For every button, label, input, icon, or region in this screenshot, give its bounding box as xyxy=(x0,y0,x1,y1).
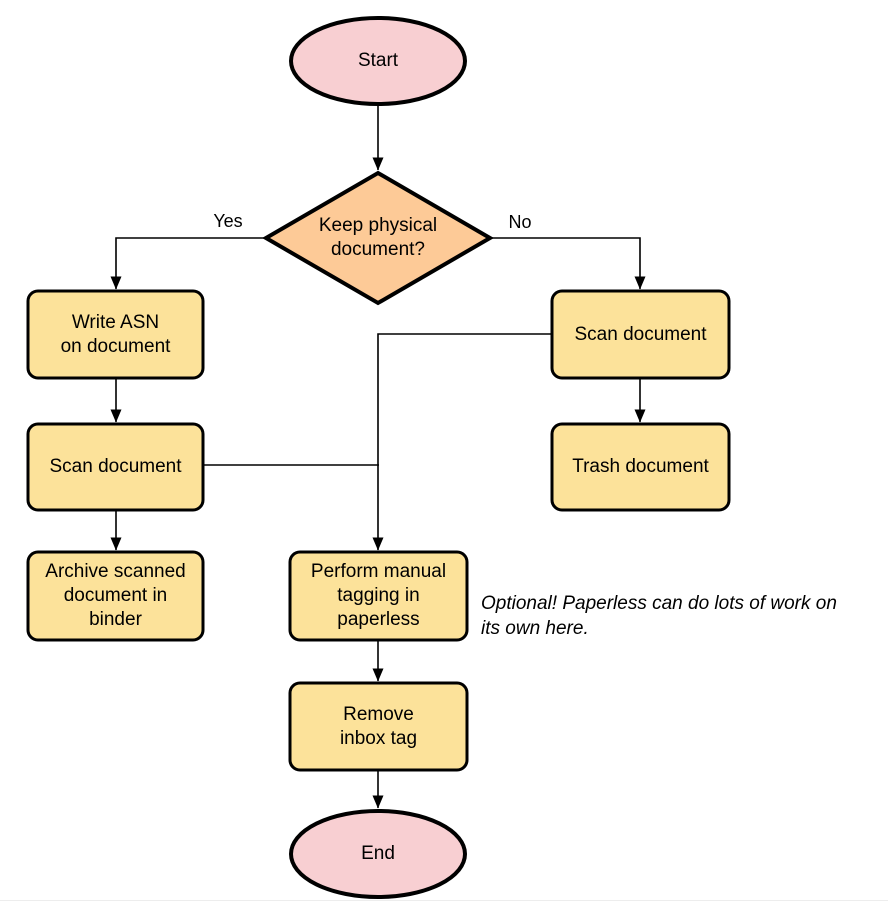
node-remove-inbox-shape xyxy=(288,681,469,772)
node-remove-inbox-label: Remove inbox tag xyxy=(339,703,418,749)
node-start-shape xyxy=(289,16,467,106)
node-start-label: Start xyxy=(357,50,399,72)
node-end-label: End xyxy=(361,843,395,865)
edge-label-yes: Yes xyxy=(213,210,243,231)
node-scan-right-label: Scan document xyxy=(574,323,707,345)
node-tagging-label: Perform manual tagging in paperless xyxy=(310,561,447,630)
node-write-asn-label: Write ASN on document xyxy=(60,311,171,357)
node-trash-shape xyxy=(550,422,731,512)
node-tagging-shape xyxy=(288,550,469,642)
node-scan-right-shape xyxy=(550,289,731,380)
node-trash-label: Trash document xyxy=(572,456,709,478)
edge-label-no: No xyxy=(508,211,532,232)
node-end-shape xyxy=(289,809,467,899)
node-scan-left-label: Scan document xyxy=(49,456,182,478)
edge-decision-yes-to-write-asn xyxy=(110,237,265,290)
optional-annotation-text: Optional! Paperless can do lots of work … xyxy=(481,593,837,639)
edge-scan-right-to-tagging xyxy=(372,333,552,551)
node-archive-label: Archive scanned document in binder xyxy=(45,561,186,630)
node-decision-shape xyxy=(262,170,494,306)
node-scan-left-shape xyxy=(26,422,205,512)
page-bottom-divider xyxy=(0,900,888,901)
node-decision-label: Keep physical document? xyxy=(318,215,438,260)
node-archive-shape xyxy=(26,550,205,642)
node-write-asn-shape xyxy=(26,289,205,380)
edge-decision-no-to-scan-right xyxy=(491,237,646,290)
